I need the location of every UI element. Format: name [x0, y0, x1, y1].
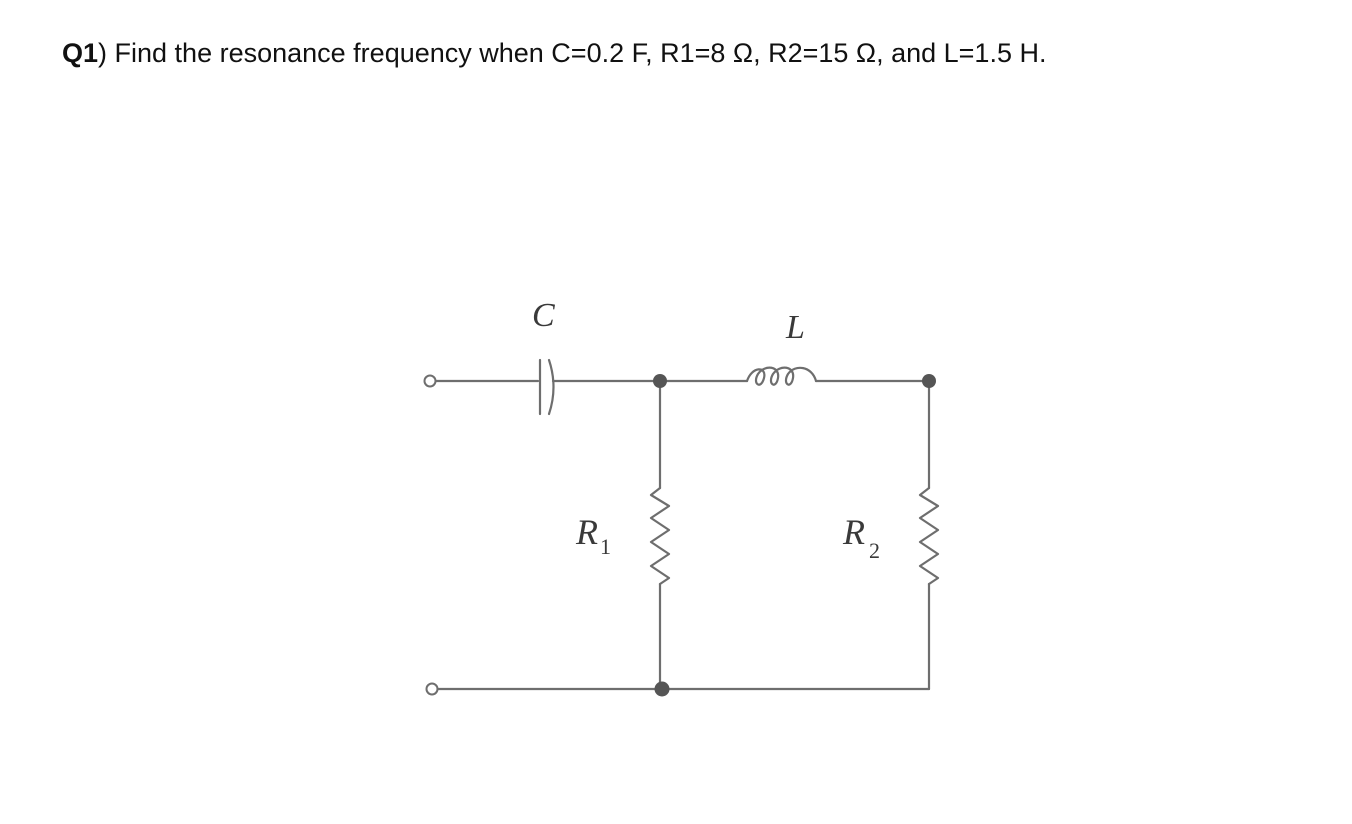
node-top-middle	[653, 374, 667, 388]
terminal-top	[423, 374, 437, 388]
question-paren: )	[98, 38, 108, 68]
label-capacitor: C	[532, 297, 555, 334]
label-r1-letter: R	[575, 512, 598, 552]
terminal-bottom	[425, 682, 439, 696]
capacitor-plate-right	[547, 358, 555, 416]
label-r1: R1	[575, 512, 611, 559]
label-r1-subscript: 1	[600, 534, 611, 559]
question-text: Q1) Find the resonance frequency when C=…	[62, 36, 1046, 70]
inductor-coil	[745, 366, 818, 386]
label-r2-subscript: 2	[869, 538, 880, 563]
node-bottom-middle	[654, 681, 670, 697]
resistor-r2	[918, 486, 940, 586]
resistor-r1	[649, 486, 671, 586]
label-inductor: L	[785, 309, 805, 346]
label-r2-letter: R	[842, 512, 865, 552]
question-number: Q1	[62, 38, 99, 68]
question-body: Find the resonance frequency when C=0.2 …	[107, 38, 1047, 68]
node-top-right	[922, 374, 936, 388]
